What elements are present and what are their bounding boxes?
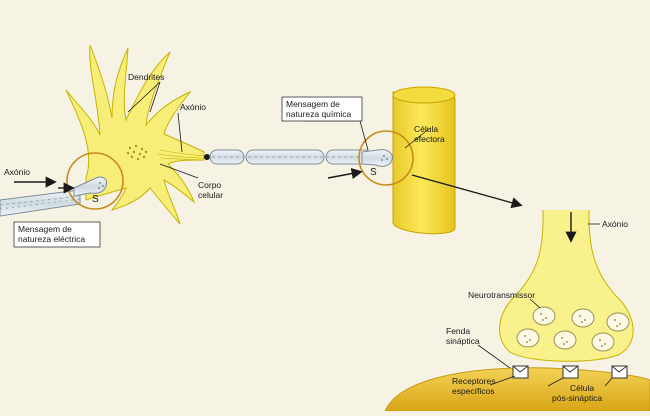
label-neurotransmitter: Neurotransmissor <box>468 290 535 300</box>
label-cell-body-2: celular <box>198 190 223 200</box>
synaptic-vesicles <box>516 306 630 352</box>
postsynaptic-cell <box>384 367 650 412</box>
label-postsyn-2: pós-sináptica <box>552 393 602 403</box>
label-effector-1: Célula <box>414 124 438 134</box>
chem-message-box <box>281 96 363 122</box>
label-axon-left: Axónio <box>4 167 30 177</box>
label-elec-msg-1: Mensagem de <box>18 224 72 234</box>
label-axon-top: Axónio <box>180 102 206 112</box>
synapse-symbol-mid: S <box>370 167 377 178</box>
label-chem-msg-1: Mensagem de <box>286 99 340 109</box>
label-axon-right: Axónio <box>602 219 628 229</box>
label-postsyn-1: Célula <box>570 383 594 393</box>
synaptic-terminal <box>499 209 634 362</box>
label-receptors-1: Receptores <box>452 376 495 386</box>
label-effector-2: efectora <box>414 134 445 144</box>
label-dendrites: Dendrites <box>128 72 164 82</box>
elec-message-box <box>13 221 101 248</box>
label-cleft-1: Fenda <box>446 326 470 336</box>
label-elec-msg-2: natureza eléctrica <box>18 234 85 244</box>
nucleus <box>126 144 148 161</box>
effector-cell <box>392 86 456 235</box>
synapse-symbol-left: S <box>92 194 99 205</box>
left-synapse-zoom <box>66 152 124 210</box>
label-cleft-2: sináptica <box>446 336 480 346</box>
arrows <box>14 168 577 243</box>
label-cell-body-1: Corpo <box>198 180 221 190</box>
axon-hillock-dot <box>204 154 210 160</box>
receptors <box>512 365 628 379</box>
effector-synapse-zoom <box>358 130 414 186</box>
label-chem-msg-2: natureza química <box>286 109 351 119</box>
main-axon <box>204 149 373 165</box>
label-receptors-2: específicos <box>452 386 495 396</box>
